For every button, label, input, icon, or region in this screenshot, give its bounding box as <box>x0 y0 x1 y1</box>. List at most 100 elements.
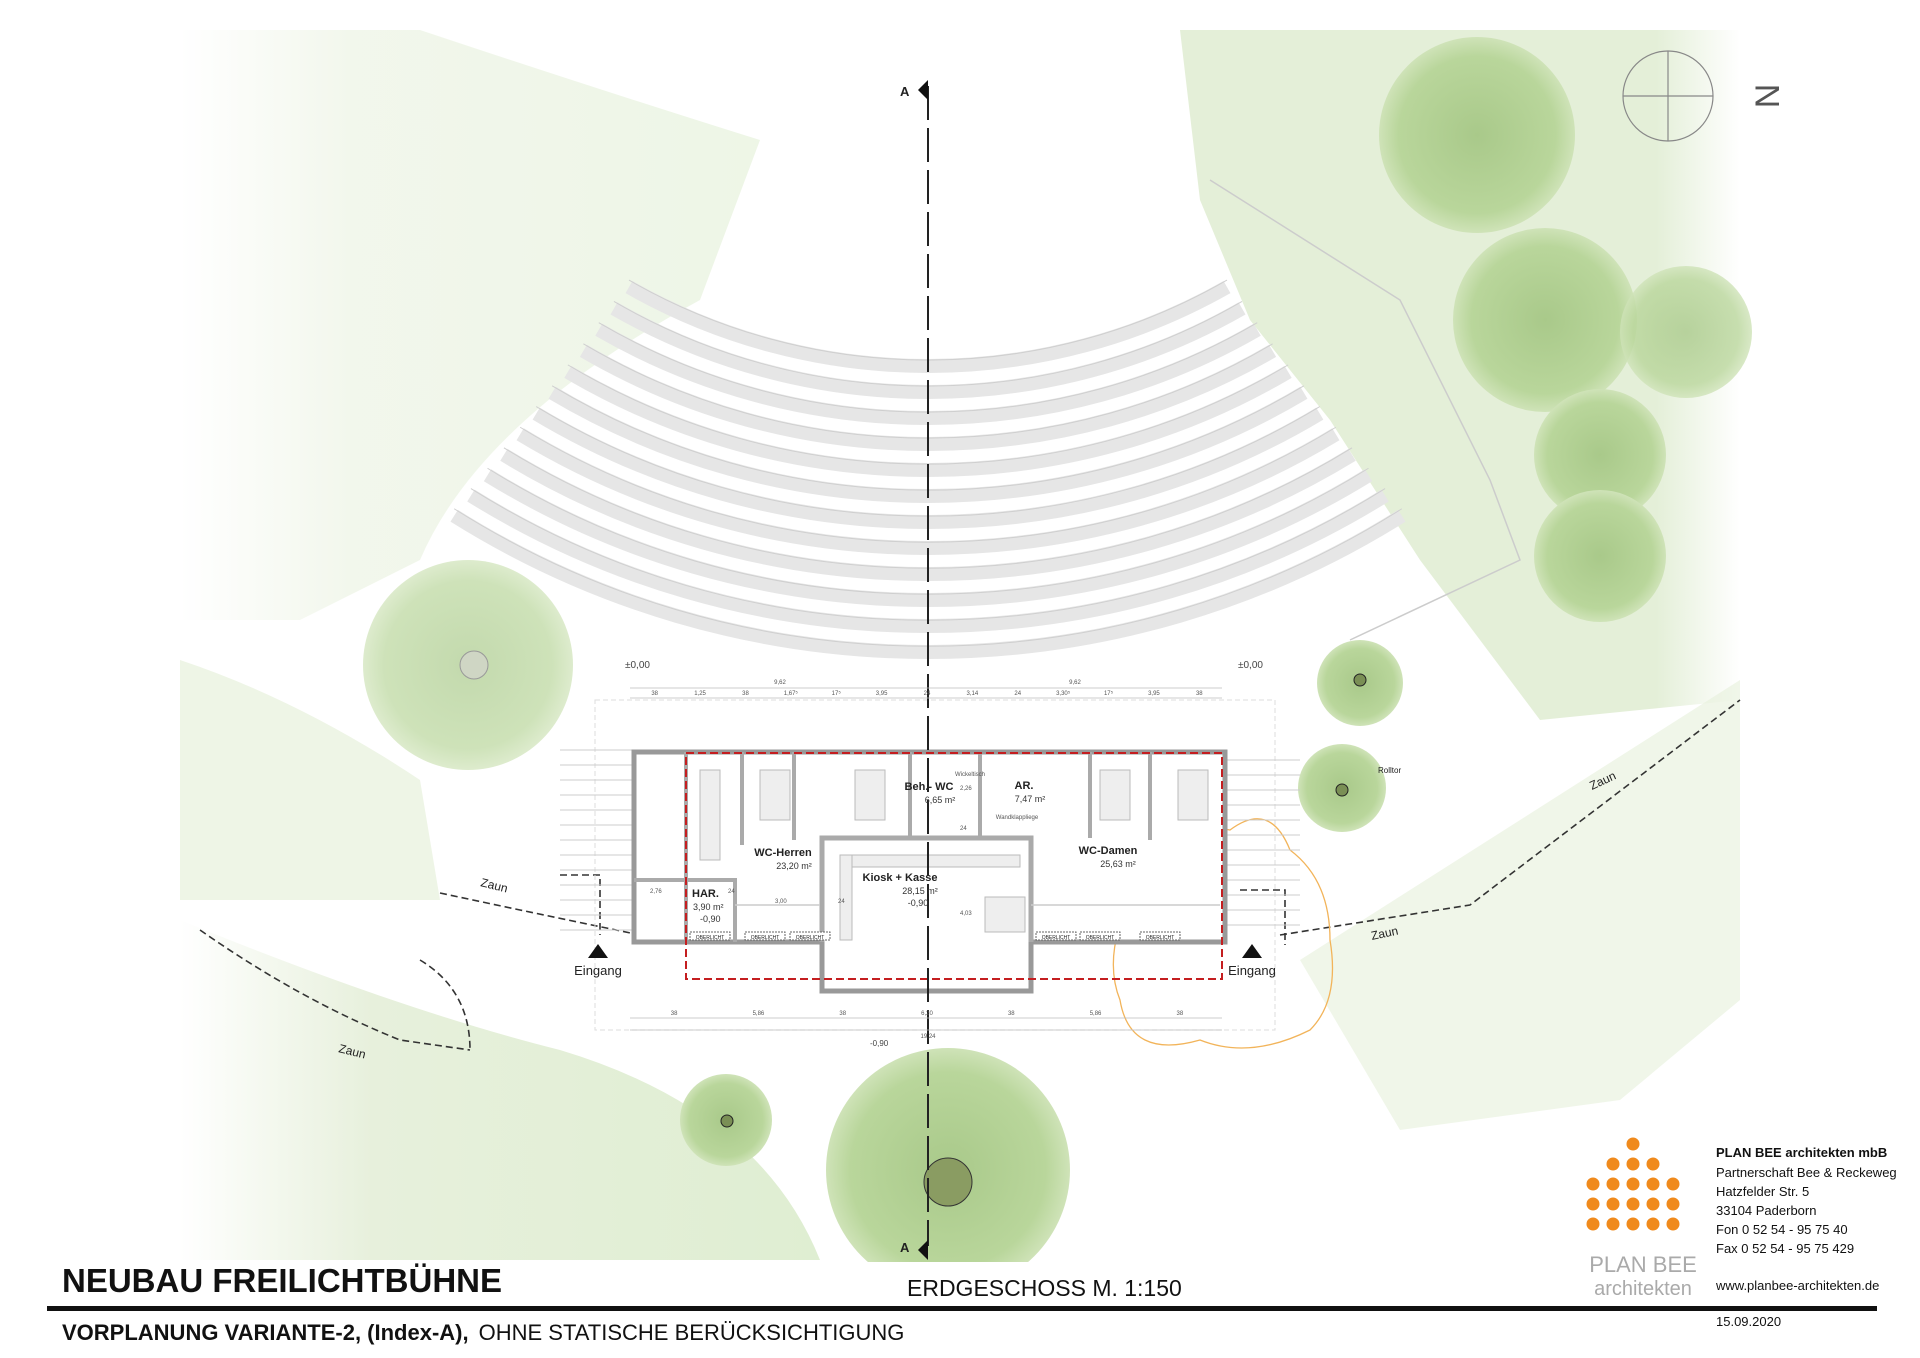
dimension-label: 38 <box>1008 1011 1015 1017</box>
tree <box>1453 228 1637 412</box>
entrance-arrow-icon <box>1242 944 1262 958</box>
dimension-label: 9,62 <box>774 680 786 686</box>
room-area: 7,47 m² <box>1015 794 1046 804</box>
room-name: WC-Damen <box>1079 845 1138 857</box>
fence-lines <box>199 699 1741 1051</box>
skylight <box>744 931 786 941</box>
dimension-label: 38 <box>651 691 658 697</box>
fence-label: Zaun <box>1370 924 1400 943</box>
dimension-label: 1,67⁵ <box>784 690 799 697</box>
fence-label: Zaun <box>479 875 509 895</box>
sheet-title: ERDGESCHOSS M. 1:150 <box>907 1275 1182 1301</box>
dimension-label: 3,30⁵ <box>1056 690 1071 697</box>
seating-row <box>467 489 1389 633</box>
skylight <box>689 931 731 941</box>
tree <box>1534 389 1666 521</box>
logo-dot <box>1606 1157 1620 1171</box>
skylight <box>1035 931 1077 941</box>
room-note: Wandklappliege <box>996 815 1039 821</box>
level-label: ±0,00 <box>625 660 650 671</box>
dimension-lines <box>630 687 1222 1031</box>
level-label: -0,90 <box>870 1039 889 1048</box>
project-title: NEUBAU FREILICHTBÜHNE <box>62 1262 502 1299</box>
tree-trunk <box>923 1157 973 1207</box>
dimension-label: 5,86 <box>1090 1011 1102 1017</box>
subtitle: VORPLANUNG VARIANTE-2, (Index-A), OHNE ST… <box>62 1320 904 1345</box>
room-name: Beh.- WC <box>905 781 954 793</box>
dimension-label: 38 <box>671 1011 678 1017</box>
logo-dot <box>1646 1177 1660 1191</box>
building-outline-red <box>685 752 1223 980</box>
room-area: 28,15 m² <box>902 886 938 896</box>
skylight-label: OBERLICHT <box>1086 935 1115 941</box>
dimension-label: 38 <box>839 1011 846 1017</box>
tree-trunk <box>459 650 489 680</box>
office-website[interactable]: www.planbee-architekten.de <box>1715 1278 1879 1293</box>
tree <box>1379 37 1575 233</box>
level-label: ±0,00 <box>1238 660 1263 671</box>
logo-dot <box>1646 1197 1660 1211</box>
dimension-label: 3,00 <box>775 899 787 905</box>
room-name: HAR. <box>692 888 719 900</box>
subtitle-bold: VORPLANUNG VARIANTE-2, (Index-A), <box>62 1320 469 1345</box>
seating-row <box>595 323 1261 425</box>
room-note: Wickeltisch <box>955 772 985 778</box>
entrance-arrow-icon <box>588 944 608 958</box>
dimension-label: 17⁵ <box>832 690 842 697</box>
dimension-label: 5,86 <box>753 1011 765 1017</box>
room-area: 23,20 m² <box>776 861 812 871</box>
logo-dot <box>1626 1157 1640 1171</box>
dimension-label: 3,95 <box>1148 691 1160 697</box>
room-level: -0,90 <box>908 898 929 908</box>
dimension-label: 24 <box>960 826 967 832</box>
skylight-label: OBERLICHT <box>1146 935 1175 941</box>
seating-row <box>516 428 1340 555</box>
logo-dot <box>1626 1197 1640 1211</box>
logo-dot <box>1646 1217 1660 1231</box>
logo-text: architekten <box>1594 1278 1692 1300</box>
tree-trunk <box>1335 783 1349 797</box>
subtitle-rest: OHNE STATISCHE BERÜCKSICHTIGUNG <box>479 1320 905 1345</box>
tree-trunk <box>1353 673 1367 687</box>
entrance-label-left: Eingang <box>574 963 622 978</box>
logo-dot <box>1606 1177 1620 1191</box>
dimension-label: 38 <box>742 691 749 697</box>
room-area: 6,65 m² <box>925 795 956 805</box>
logo-dot <box>1606 1217 1620 1231</box>
dimension-label: 9,62 <box>1069 680 1081 686</box>
dimension-label: 3,95 <box>876 691 888 697</box>
skylight <box>789 931 831 941</box>
logo-dot <box>1586 1217 1600 1231</box>
office-line: Hatzfelder Str. 5 <box>1716 1184 1809 1199</box>
dimension-label: 17⁵ <box>1104 690 1114 697</box>
dimension-label: 3,14 <box>967 691 979 697</box>
dimension-label: 2,76 <box>650 889 662 895</box>
logo-dot <box>1646 1157 1660 1171</box>
logo-dot <box>1626 1137 1640 1151</box>
dimension-label: 38 <box>1177 1011 1184 1017</box>
office-fax: Fax 0 52 54 - 95 75 429 <box>1716 1241 1854 1256</box>
office-line: Partnerschaft Bee & Reckeweg <box>1716 1165 1897 1180</box>
dimension-label: 19,24 <box>920 1034 936 1040</box>
dimension-label: 1,25 <box>694 691 706 697</box>
dimension-label: 24 <box>728 889 735 895</box>
room-name: AR. <box>1015 780 1034 792</box>
dimension-label: 6,20 <box>921 1011 933 1017</box>
date: 15.09.2020 <box>1716 1314 1781 1329</box>
skylight-label: OBERLICHT <box>751 935 780 941</box>
entrance-label-right: Eingang <box>1228 963 1276 978</box>
logo-dot <box>1626 1217 1640 1231</box>
tree <box>1620 266 1752 398</box>
dimension-label: 24 <box>924 691 931 697</box>
logo-dot <box>1666 1177 1680 1191</box>
seating-row-edge <box>519 426 1337 543</box>
north-arrow-icon <box>1622 50 1714 142</box>
office-phone: Fon 0 52 54 - 95 75 40 <box>1716 1222 1848 1237</box>
skylight-label: OBERLICHT <box>696 935 725 941</box>
fence-label: Zaun <box>337 1041 367 1061</box>
north-label: N <box>1749 84 1787 109</box>
